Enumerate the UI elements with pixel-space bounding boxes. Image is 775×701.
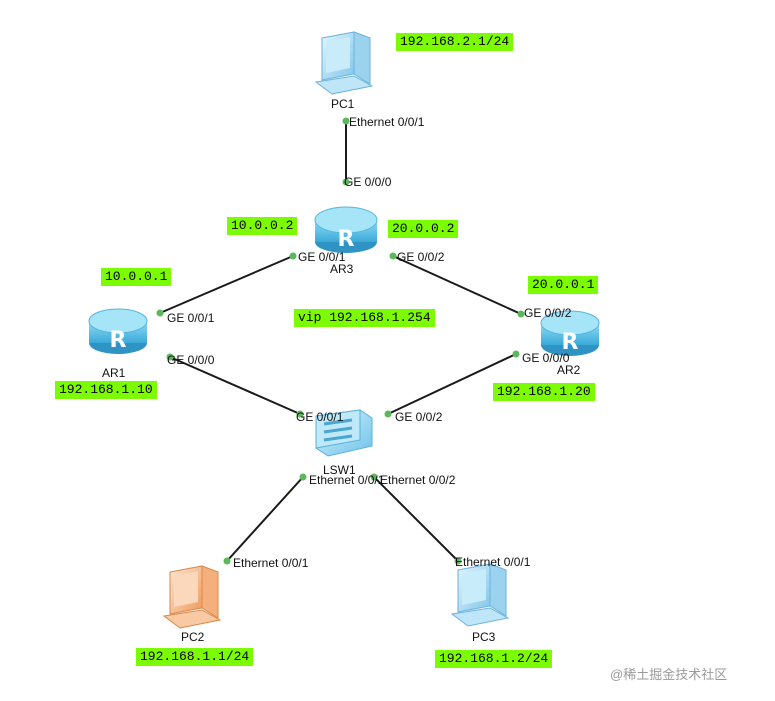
link-lsw1-pc3 <box>373 476 459 562</box>
port-dot <box>517 310 525 318</box>
ar3-left-ip-label: 10.0.0.2 <box>227 217 298 235</box>
port-dot <box>342 117 350 125</box>
pc2-name: PC2 <box>181 630 205 644</box>
ar3-ge000-label: GE 0/0/0 <box>344 175 392 189</box>
ar2-router-icon[interactable]: R <box>540 310 600 356</box>
pc1-ip-label: 192.168.2.1/24 <box>396 33 514 51</box>
link-ar3-ar1 <box>159 255 294 314</box>
ar3-ge001-label: GE 0/0/1 <box>298 250 346 264</box>
port-dot <box>342 178 350 186</box>
port-dot <box>223 557 231 565</box>
pc3-name: PC3 <box>472 630 496 644</box>
ar3-right-ip-label: 20.0.0.2 <box>388 220 459 238</box>
lsw1-ge002-label: GE 0/0/2 <box>395 410 443 424</box>
ar1-top-ip-label: 10.0.0.1 <box>101 268 172 286</box>
ar2-bottom-ip-label: 192.168.1.20 <box>493 383 595 401</box>
ar1-bottom-ip-label: 192.168.1.10 <box>55 381 157 399</box>
vip-label: vip 192.168.1.254 <box>294 309 435 327</box>
svg-text:R: R <box>562 330 579 355</box>
ar3-router-icon[interactable]: R <box>314 206 378 253</box>
link-lsw1-pc2 <box>226 476 304 562</box>
port-dots <box>156 117 525 565</box>
port-dot <box>156 309 164 317</box>
ar3-ge002-label: GE 0/0/2 <box>397 250 445 264</box>
port-dot <box>454 557 462 565</box>
ar2-top-ip-label: 20.0.0.1 <box>528 276 599 294</box>
pc3-port-label: Ethernet 0/0/1 <box>455 555 531 569</box>
port-dot <box>296 410 304 418</box>
ar3-name: AR3 <box>330 262 354 276</box>
lsw1-name: LSW1 <box>323 463 356 477</box>
pc1-port-label: Ethernet 0/0/1 <box>349 115 425 129</box>
pc1-name: PC1 <box>331 97 355 111</box>
lsw1-switch-icon[interactable] <box>315 409 373 457</box>
link-ar3-ar2 <box>392 255 522 315</box>
lsw1-ge001-label: GE 0/0/1 <box>296 410 344 424</box>
watermark: @稀土掘金技术社区 <box>610 667 728 682</box>
ar2-ge000-label: GE 0/0/0 <box>522 351 570 365</box>
port-dot <box>166 353 174 361</box>
port-dot <box>512 350 520 358</box>
port-dot <box>389 252 397 260</box>
pc2-ip-label: 192.168.1.1/24 <box>136 648 254 666</box>
links <box>159 121 522 562</box>
svg-text:R: R <box>338 227 355 252</box>
pc3-icon[interactable] <box>450 563 510 627</box>
svg-text:R: R <box>110 328 127 353</box>
ar1-ge000-label: GE 0/0/0 <box>167 353 215 367</box>
lsw1-eth001-label: Ethernet 0/0/1 <box>309 473 385 487</box>
ar2-ge002-label: GE 0/0/2 <box>524 306 572 320</box>
pc1-icon[interactable] <box>314 31 374 95</box>
pc2-icon[interactable] <box>162 565 222 629</box>
link-ar2-lsw1 <box>387 353 517 415</box>
ar2-name: AR2 <box>557 363 581 377</box>
pc2-port-label: Ethernet 0/0/1 <box>233 556 309 570</box>
port-dot <box>299 473 307 481</box>
ar1-router-icon[interactable]: R <box>88 308 148 354</box>
pc3-ip-label: 192.168.1.2/24 <box>435 650 553 668</box>
port-dot <box>384 410 392 418</box>
link-ar1-lsw1 <box>169 356 301 415</box>
port-dot <box>289 252 297 260</box>
port-dot <box>370 473 378 481</box>
ar1-name: AR1 <box>102 366 126 380</box>
ar1-ge001-label: GE 0/0/1 <box>167 311 215 325</box>
lsw1-eth002-label: Ethernet 0/0/2 <box>380 473 456 487</box>
